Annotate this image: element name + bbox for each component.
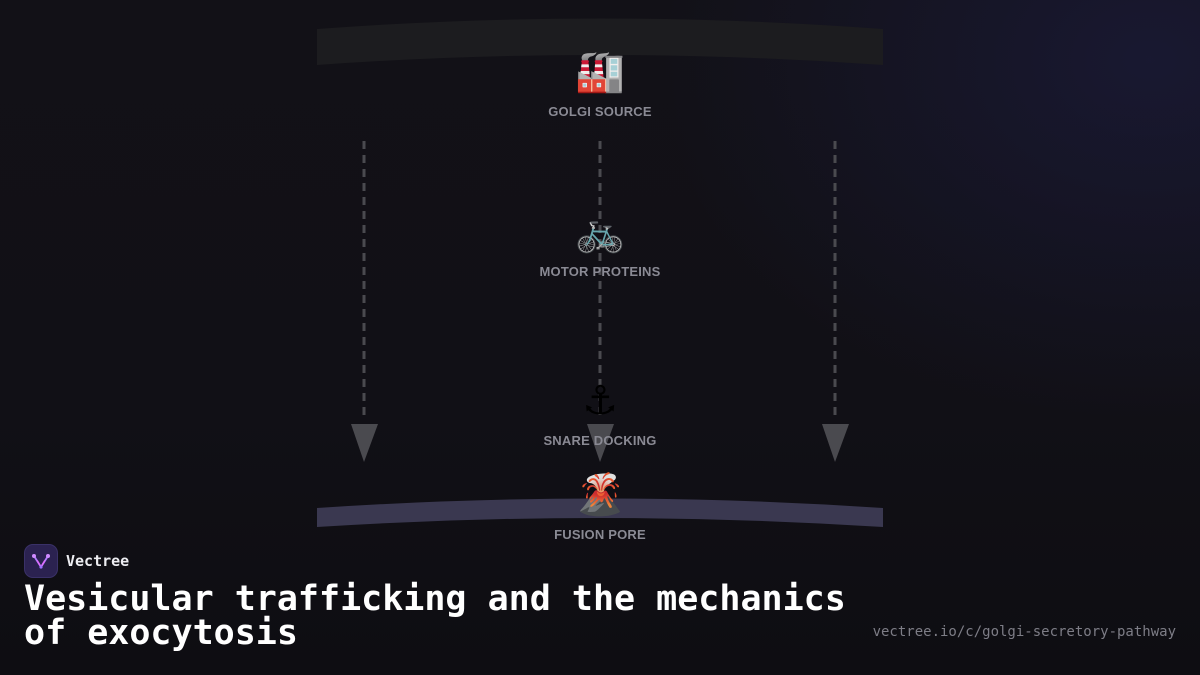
golgi-membrane bbox=[317, 18, 883, 65]
node-snare-docking: ⚓ SNARE DOCKING bbox=[480, 377, 720, 448]
node-label: GOLGI SOURCE bbox=[548, 104, 652, 119]
brand: Vectree bbox=[24, 544, 129, 578]
arrowhead-left bbox=[351, 424, 378, 462]
arrowhead-center bbox=[587, 424, 614, 462]
node-motor-proteins: 🚲 MOTOR PROTEINS bbox=[480, 208, 720, 279]
node-label: SNARE DOCKING bbox=[543, 433, 657, 448]
plasma-membrane bbox=[317, 498, 883, 527]
source-url: vectree.io/c/golgi-secretory-pathway bbox=[872, 624, 1176, 640]
brand-name: Vectree bbox=[66, 552, 130, 570]
volcano-icon: 🌋 bbox=[575, 472, 625, 518]
node-label: FUSION PORE bbox=[554, 527, 646, 542]
node-label: MOTOR PROTEINS bbox=[539, 264, 661, 279]
bicycle-icon: 🚲 bbox=[575, 209, 625, 255]
arrowhead-right bbox=[822, 424, 849, 462]
vectree-logo-icon bbox=[24, 544, 58, 578]
node-fusion-pore: 🌋 FUSION PORE bbox=[480, 471, 720, 542]
page-title: Vesicular trafficking and the mechanics … bbox=[24, 579, 846, 653]
factory-icon: 🏭 bbox=[575, 49, 625, 95]
anchor-icon: ⚓ bbox=[582, 378, 618, 424]
node-golgi-source: 🏭 GOLGI SOURCE bbox=[480, 48, 720, 119]
